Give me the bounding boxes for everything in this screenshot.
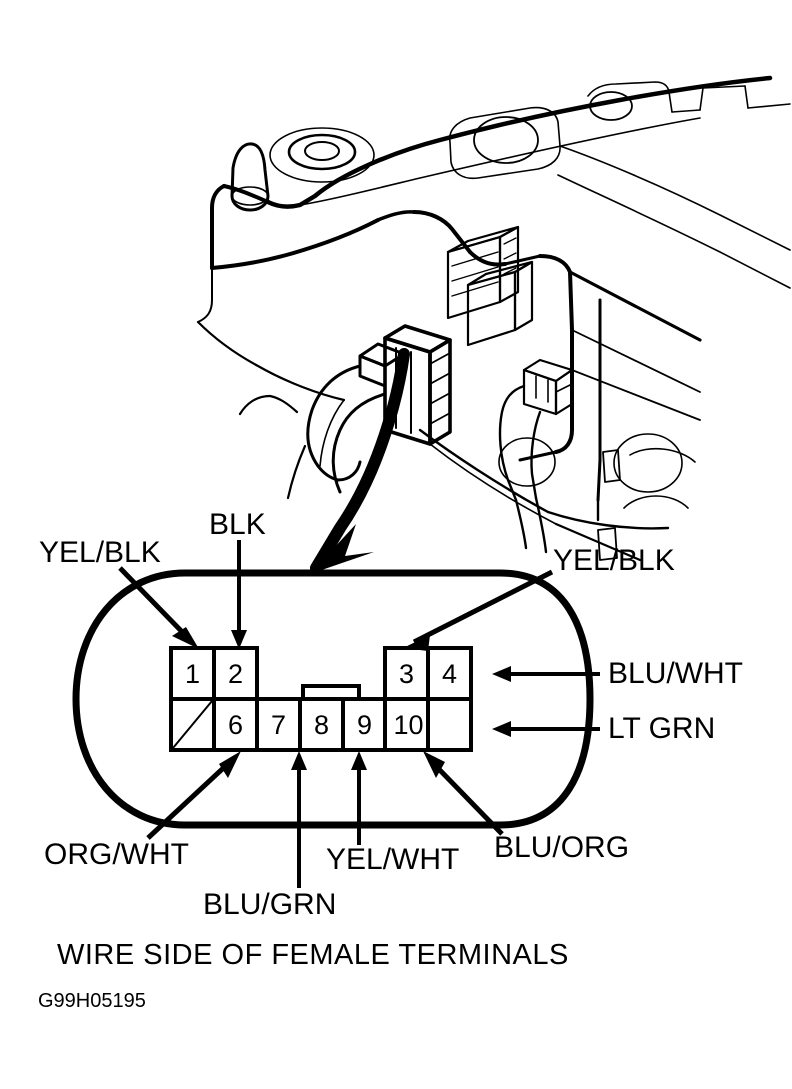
pin-number-4: 4 (441, 659, 458, 689)
wire-label-blu-org: BLU/ORG (494, 831, 630, 864)
keying-tab (301, 684, 361, 701)
wire-label-yel-wht: YEL/WHT (326, 843, 460, 876)
pin-number-3: 3 (398, 659, 415, 689)
arrow-yel-blk-left (118, 566, 199, 649)
pin-number-10: 10 (393, 710, 424, 740)
arrow-blk (231, 540, 247, 649)
pin-number-7: 7 (270, 710, 287, 740)
pin-number-8: 8 (313, 710, 330, 740)
figure-caption: WIRE SIDE OF FEMALE TERMINALS (57, 939, 569, 971)
arrow-yel-wht (351, 751, 367, 845)
arrow-lt-grn (492, 721, 600, 737)
pin-number-2: 2 (227, 659, 244, 689)
arrow-blu-org (423, 751, 504, 836)
wire-label-yel-blk-left: YEL/BLK (39, 536, 161, 569)
connector-outline-stadium (72, 569, 594, 829)
wire-label-yel-blk-right: YEL/BLK (553, 544, 675, 577)
arrow-yel-blk-right (403, 569, 554, 651)
terminal-grid (169, 646, 473, 752)
arrow-blu-wht (492, 666, 600, 682)
figure-id-code: G99H05195 (38, 990, 146, 1012)
pin-number-1: 1 (184, 659, 201, 689)
arrow-org-wht (146, 751, 241, 840)
arrow-blu-grn (291, 751, 307, 888)
wire-label-blu-wht: BLU/WHT (608, 657, 743, 690)
wire-label-blu-grn: BLU/GRN (203, 888, 337, 921)
pin-number-6: 6 (227, 710, 244, 740)
pin-number-9: 9 (356, 710, 373, 740)
wire-label-org-wht: ORG/WHT (44, 838, 189, 871)
wire-label-lt-grn: LT GRN (608, 712, 716, 745)
wire-label-blk: BLK (209, 508, 266, 541)
